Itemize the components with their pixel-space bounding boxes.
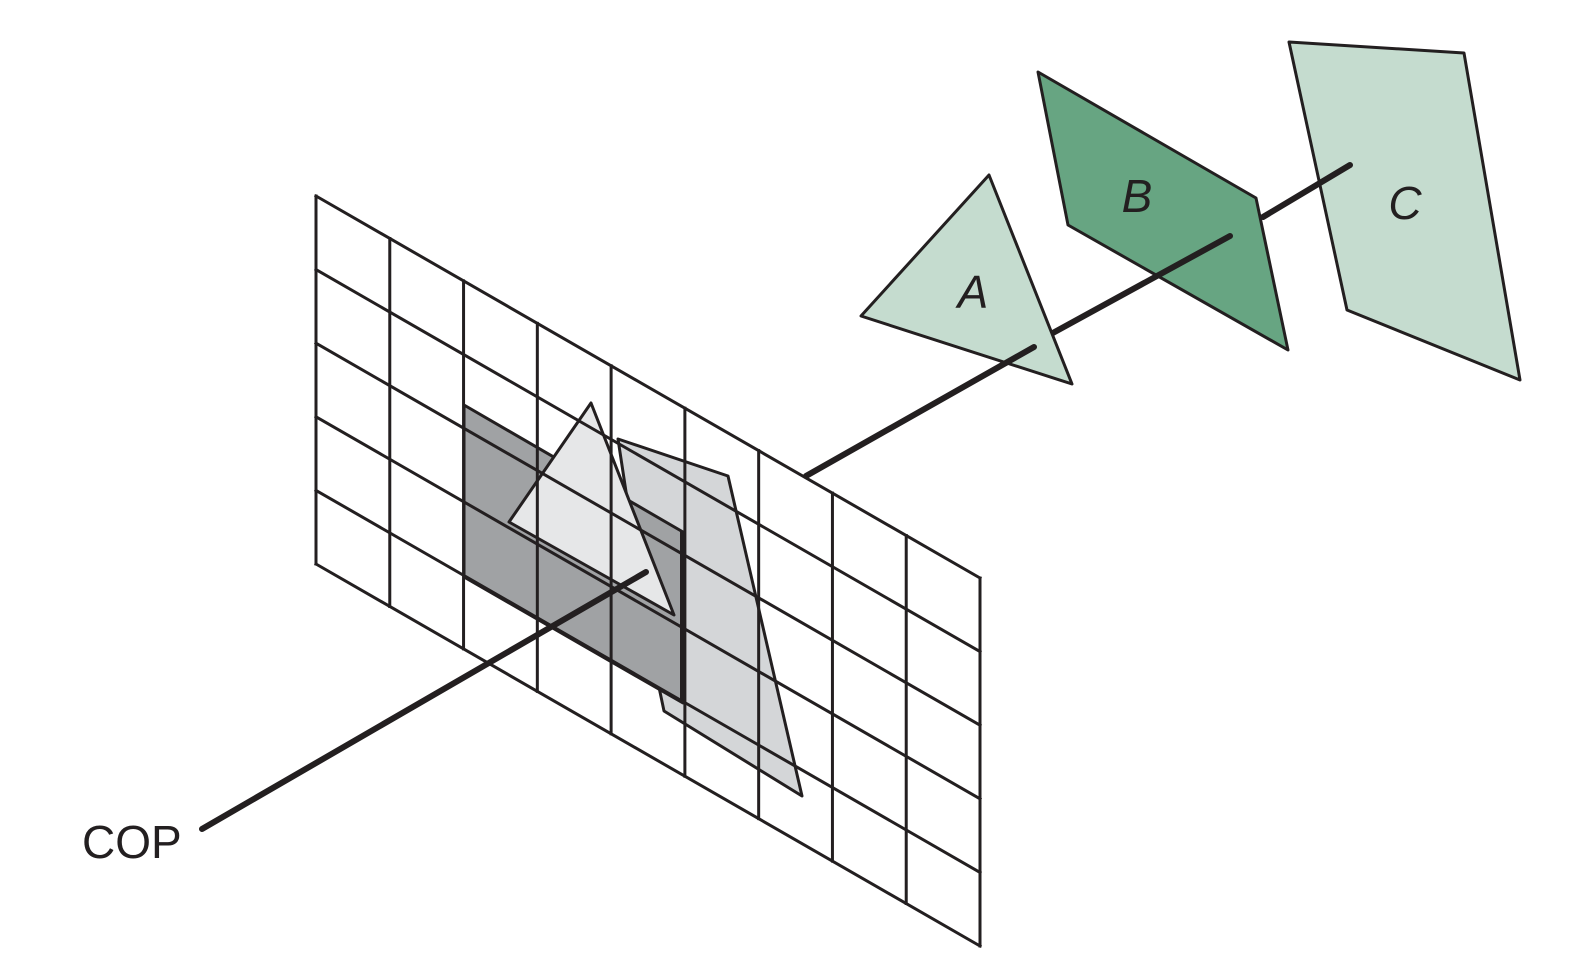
view-ray-segment-cop [199,569,649,832]
polygon-c-label: C [1388,177,1422,229]
grid-horizontal-line [313,267,983,654]
polygon-b [1036,70,1290,352]
grid-horizontal-line [313,488,983,875]
polygon-c [1287,40,1522,382]
view-ray-segment-ab [1048,233,1233,337]
polygon-b-label: B [1122,170,1153,222]
grid-horizontal-line [313,414,983,801]
view-ray-segment-bc [1260,162,1353,220]
grid-horizontal-line [313,193,983,581]
cop-label: COP [82,816,182,868]
grid-horizontal-line [313,561,983,949]
grid-horizontal-line [313,341,983,728]
view-ray-segment-screen-a [803,344,1037,479]
polygon-a [859,173,1074,386]
polygon-a-label: A [955,266,989,318]
screen-grid [313,193,983,949]
projected-polygon-a [507,401,676,617]
